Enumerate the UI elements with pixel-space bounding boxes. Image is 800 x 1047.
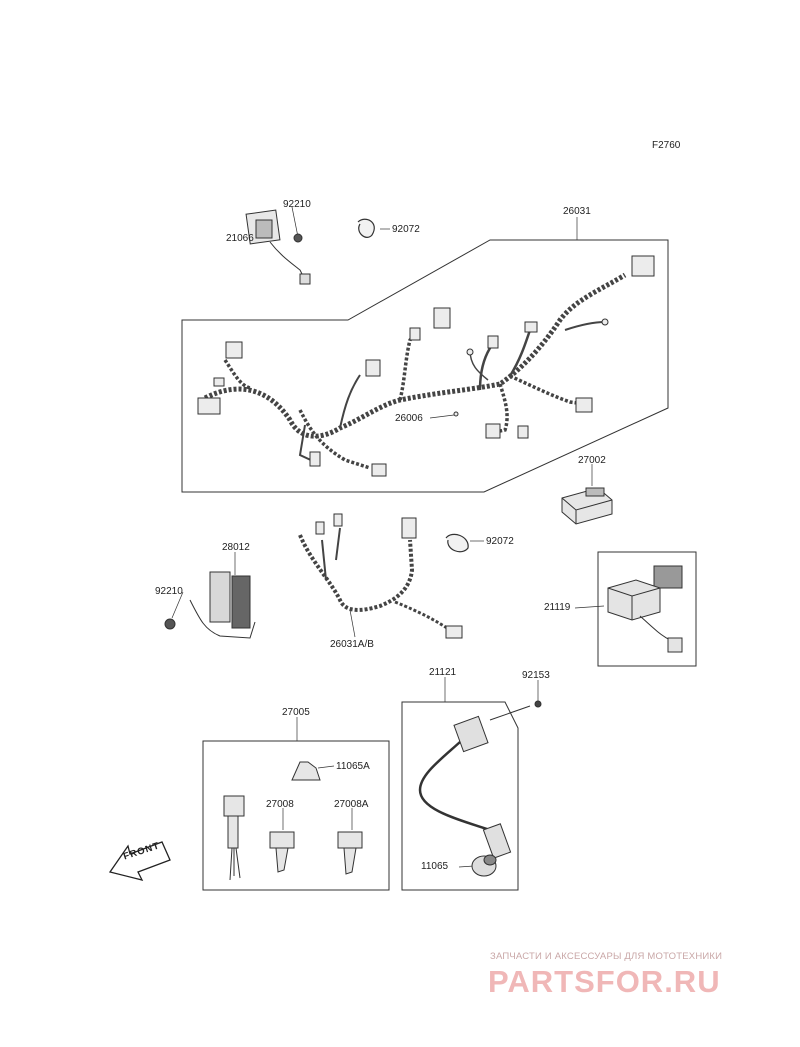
part-label-27008: 27008 xyxy=(266,799,294,810)
part-label-28012: 28012 xyxy=(222,542,250,553)
unit-28012 xyxy=(189,571,256,639)
part-label-92210-b: 92210 xyxy=(155,586,183,597)
part-label-26031AB: 26031A/B xyxy=(330,639,374,650)
band-clip-92072-b xyxy=(445,533,469,553)
sub-harness-26031AB xyxy=(298,527,451,632)
part-label-26006: 26006 xyxy=(395,413,423,424)
part-label-27008A: 27008A xyxy=(334,799,369,810)
key-switch-27005 xyxy=(223,761,363,881)
part-label-92072-b: 92072 xyxy=(486,536,514,547)
band-clip-92072-a xyxy=(357,218,375,238)
part-label-11065A: 11065A xyxy=(336,761,370,772)
part-label-27002: 27002 xyxy=(578,455,606,466)
watermark-subtitle: ЗАПЧАСТИ И АКСЕССУАРЫ ДЛЯ МОТОТЕХНИКИ xyxy=(490,951,723,962)
part-label-92072-a: 92072 xyxy=(392,224,420,235)
key-switch-group-outline xyxy=(202,740,390,891)
front-arrow xyxy=(108,841,171,881)
part-label-92153: 92153 xyxy=(522,670,550,681)
part-label-21066: 21066 xyxy=(226,233,254,244)
figure-reference: F2760 xyxy=(652,140,681,151)
main-harness-26031 xyxy=(203,272,627,470)
ignition-coil-21121 xyxy=(418,705,531,877)
part-label-21121: 21121 xyxy=(429,667,457,678)
regulator-group-outline xyxy=(597,551,697,667)
relay-27002 xyxy=(561,487,613,525)
part-label-27005: 27005 xyxy=(282,707,310,718)
part-label-92210-a: 92210 xyxy=(283,199,311,210)
part-label-11065: 11065 xyxy=(421,861,449,872)
part-label-21119: 21119 xyxy=(544,602,571,613)
watermark-logo: PARTSFOR.RU xyxy=(488,964,721,999)
relay-21066 xyxy=(245,209,311,285)
ignition-group-outline xyxy=(401,701,519,891)
harness-group-outline xyxy=(181,239,669,493)
regulator-21119 xyxy=(607,565,683,653)
part-label-26031: 26031 xyxy=(563,206,591,217)
